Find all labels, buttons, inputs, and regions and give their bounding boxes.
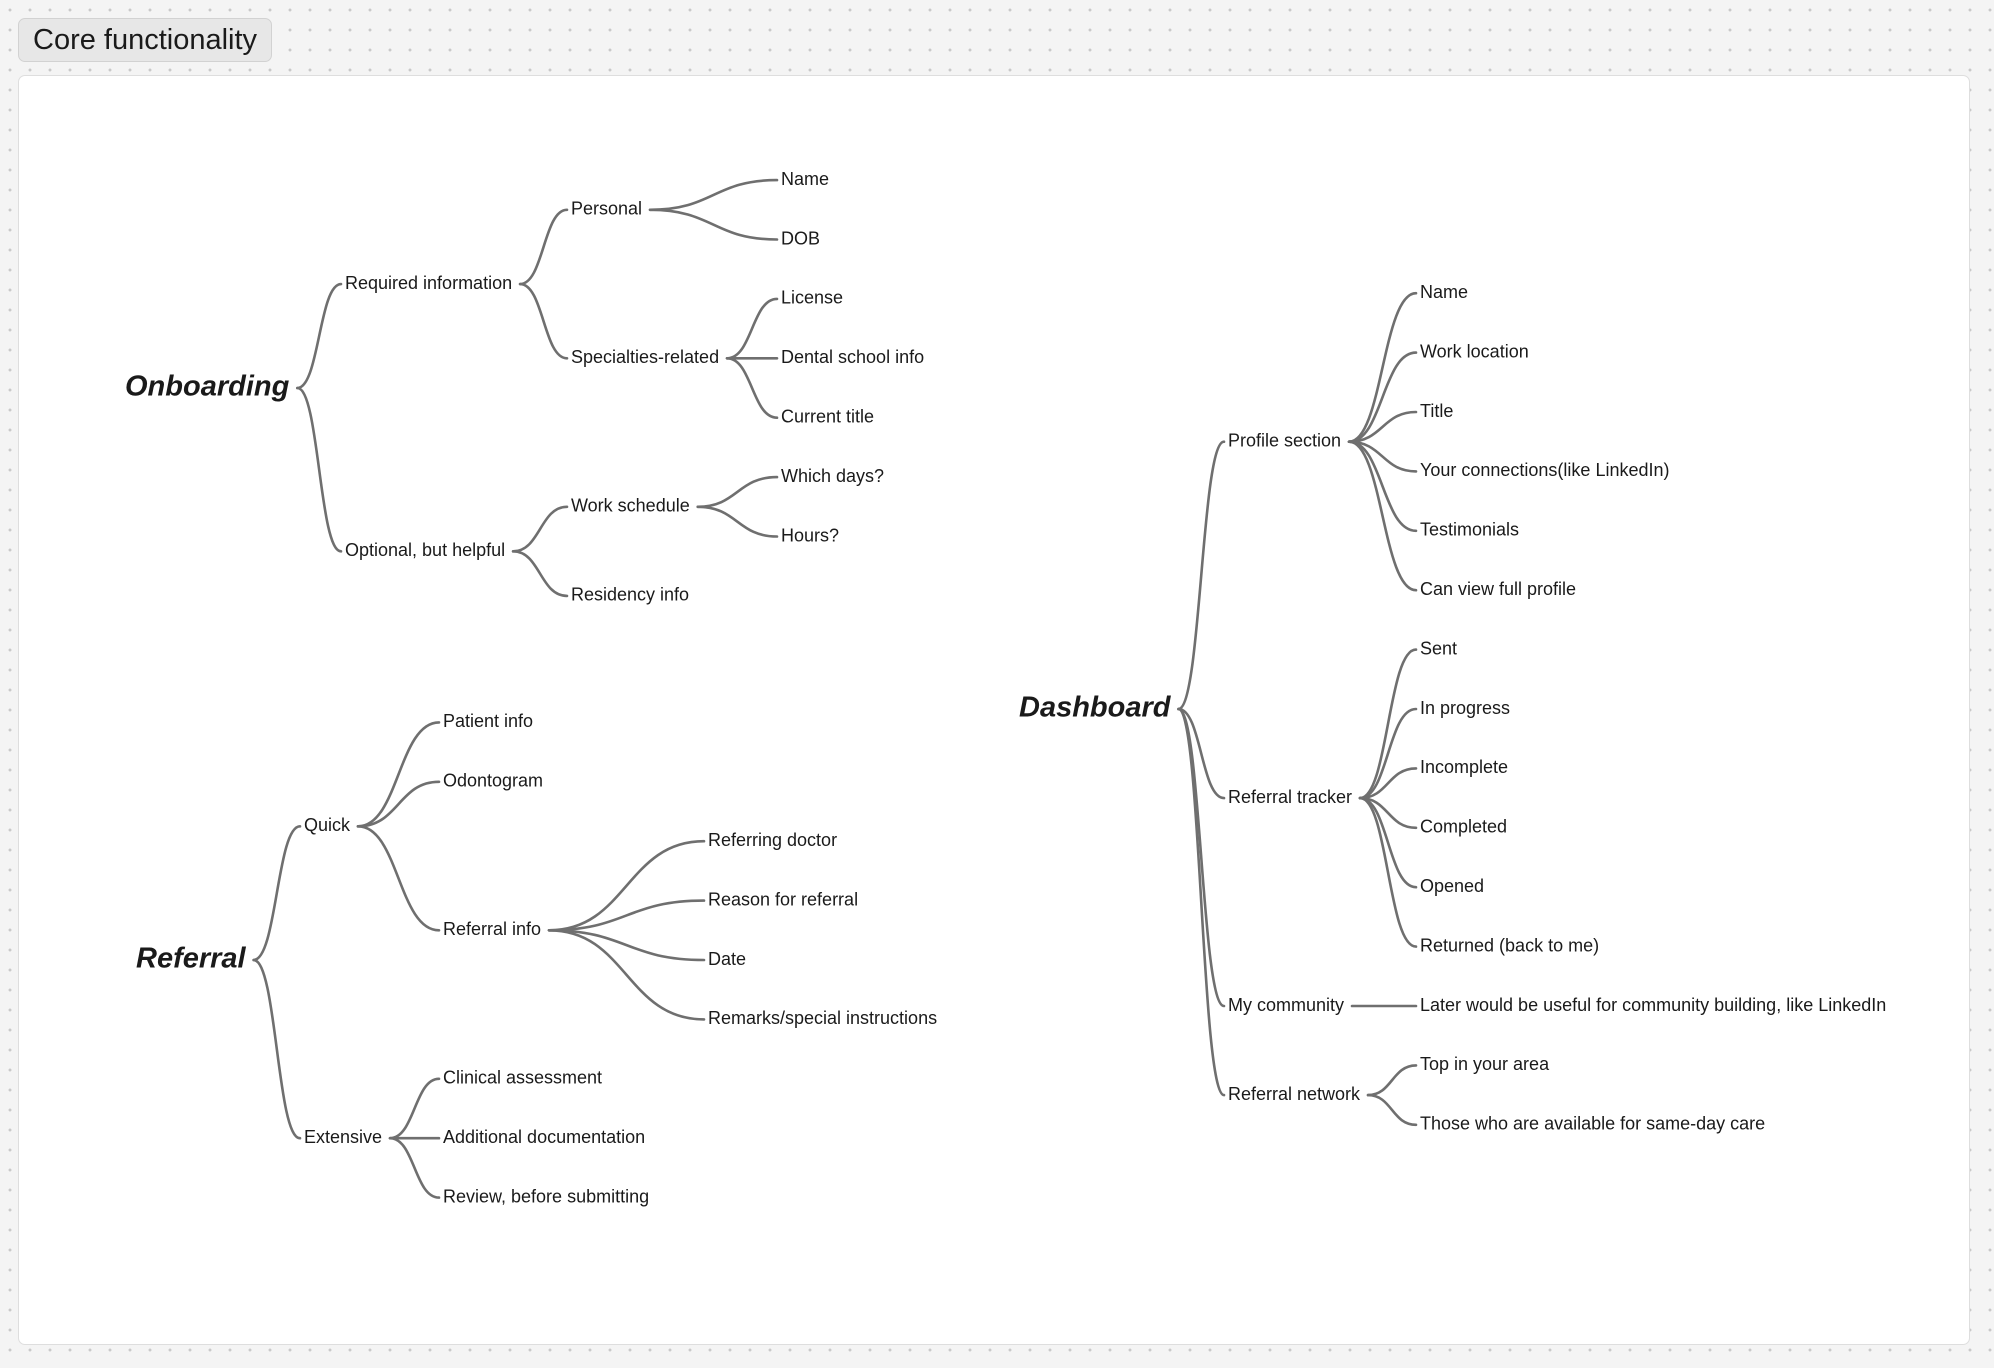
connector-referral-info-to-reason-for-referral	[547, 899, 706, 932]
mindmap-node-sent[interactable]: Sent	[1420, 638, 1457, 658]
mindmap-frame	[18, 75, 1970, 1345]
connector-profile-section-to-testimonials	[1347, 440, 1418, 533]
connector-required-information-to-personal	[518, 208, 569, 286]
mindmap-node-can-view-full-profile[interactable]: Can view full profile	[1420, 579, 1576, 599]
connector-dashboard-to-profile-section	[1177, 440, 1226, 711]
connector-referral-info-to-referring-doctor	[547, 839, 706, 932]
mindmap-node-hours[interactable]: Hours?	[781, 525, 839, 545]
connector-referral-info-to-date	[547, 929, 706, 962]
connector-personal-to-name	[648, 178, 779, 212]
mindmap-node-later-would-be-useful-for-community-building-like-linkedin[interactable]: Later would be useful for community buil…	[1420, 995, 1886, 1015]
connector-dashboard-to-referral-tracker	[1177, 707, 1226, 800]
connector-specialties-related-to-license	[725, 297, 779, 360]
connector-referral-tracker-to-opened	[1358, 796, 1418, 889]
connector-optional-but-helpful-to-work-schedule	[511, 505, 569, 553]
mindmap-node-your-connections-like-linkedin[interactable]: Your connections(like LinkedIn)	[1420, 460, 1670, 480]
mindmap-node-dental-school-info[interactable]: Dental school info	[781, 347, 924, 367]
mindmap-node-work-schedule[interactable]: Work schedule	[571, 496, 690, 516]
mindmap-node-required-information[interactable]: Required information	[345, 273, 512, 293]
mindmap-node-date[interactable]: Date	[708, 949, 746, 969]
mindmap-node-profile-section[interactable]: Profile section	[1228, 430, 1341, 450]
mindmap-root-referral[interactable]: Referral	[136, 943, 247, 975]
connector-referral-info-to-remarks-special-instructions	[547, 929, 706, 1021]
mindmap-node-review-before-submitting[interactable]: Review, before submitting	[443, 1186, 649, 1206]
mindmap-node-referral-tracker[interactable]: Referral tracker	[1228, 787, 1352, 807]
connector-profile-section-to-name	[1347, 291, 1418, 443]
mindmap-node-top-in-your-area[interactable]: Top in your area	[1420, 1054, 1550, 1074]
connector-quick-to-referral-info	[356, 825, 441, 932]
connector-profile-section-to-title	[1347, 410, 1418, 443]
connector-profile-section-to-can-view-full-profile	[1347, 440, 1418, 592]
connector-referral-network-to-top-in-your-area	[1366, 1064, 1418, 1097]
mindmap-node-clinical-assessment[interactable]: Clinical assessment	[443, 1068, 602, 1088]
mindmap-node-completed[interactable]: Completed	[1420, 817, 1507, 837]
mindmap-node-testimonials[interactable]: Testimonials	[1420, 520, 1519, 540]
mindmap-node-my-community[interactable]: My community	[1228, 995, 1344, 1015]
mindmap-node-additional-documentation[interactable]: Additional documentation	[443, 1127, 645, 1147]
mindmap-root-onboarding[interactable]: Onboarding	[125, 371, 290, 403]
mindmap-node-returned-back-to-me[interactable]: Returned (back to me)	[1420, 935, 1599, 955]
connector-onboarding-to-required-information	[296, 282, 343, 390]
mindmap-node-license[interactable]: License	[781, 288, 843, 308]
mindmap-node-optional-but-helpful[interactable]: Optional, but helpful	[345, 540, 505, 560]
connector-dashboard-to-referral-network	[1177, 707, 1226, 1097]
mindmap-node-current-title[interactable]: Current title	[781, 406, 874, 426]
mindmap-node-name[interactable]: Name	[781, 169, 829, 189]
mindmap-node-residency-info[interactable]: Residency info	[571, 585, 689, 605]
connector-work-schedule-to-which-days	[696, 475, 779, 509]
mindmap-node-referral-info[interactable]: Referral info	[443, 919, 541, 939]
mindmap-node-name[interactable]: Name	[1420, 282, 1468, 302]
mindmap-node-extensive[interactable]: Extensive	[304, 1127, 382, 1147]
mindmap-node-reason-for-referral[interactable]: Reason for referral	[708, 889, 858, 909]
connector-referral-tracker-to-returned-back-to-me	[1358, 796, 1418, 948]
mindmap-root-dashboard[interactable]: Dashboard	[1019, 692, 1172, 724]
mindmap-node-in-progress[interactable]: In progress	[1420, 698, 1510, 718]
mindmap-node-dob[interactable]: DOB	[781, 228, 820, 248]
mindmap-node-personal[interactable]: Personal	[571, 199, 642, 219]
connector-referral-tracker-to-completed	[1358, 796, 1418, 830]
mindmap-node-remarks-special-instructions[interactable]: Remarks/special instructions	[708, 1008, 937, 1028]
mindmap-node-quick[interactable]: Quick	[304, 815, 351, 835]
connector-referral-tracker-to-incomplete	[1358, 767, 1418, 800]
mindmap-node-incomplete[interactable]: Incomplete	[1420, 757, 1508, 777]
mindmap-node-which-days[interactable]: Which days?	[781, 466, 884, 486]
connector-referral-network-to-those-who-are-available-for-same-day-care	[1366, 1093, 1418, 1127]
mindmap-node-referring-doctor[interactable]: Referring doctor	[708, 830, 837, 850]
connector-specialties-related-to-current-title	[725, 357, 779, 419]
connector-referral-to-quick	[252, 825, 302, 962]
mindmap-node-specialties-related[interactable]: Specialties-related	[571, 347, 719, 367]
connector-required-information-to-specialties-related	[518, 282, 569, 360]
connector-quick-to-odontogram	[356, 780, 441, 828]
mindmap-node-odontogram[interactable]: Odontogram	[443, 771, 543, 791]
connector-referral-to-extensive	[252, 958, 302, 1140]
connector-optional-but-helpful-to-residency-info	[511, 550, 569, 598]
connector-work-schedule-to-hours	[696, 505, 779, 538]
connector-dashboard-to-my-community	[1177, 707, 1226, 1008]
mindmap-node-opened[interactable]: Opened	[1420, 876, 1484, 896]
connector-extensive-to-clinical-assessment	[388, 1077, 441, 1140]
connector-referral-tracker-to-sent	[1358, 648, 1418, 800]
connector-personal-to-dob	[648, 208, 779, 241]
connector-onboarding-to-optional-but-helpful	[296, 386, 343, 553]
frame-title[interactable]: Core functionality	[18, 18, 273, 62]
mindmap-node-those-who-are-available-for-same-day-care[interactable]: Those who are available for same-day car…	[1420, 1114, 1765, 1134]
mindmap-node-patient-info[interactable]: Patient info	[443, 711, 533, 731]
connector-extensive-to-review-before-submitting	[388, 1136, 441, 1199]
mindmap-node-title[interactable]: Title	[1420, 401, 1453, 421]
mindmap-node-work-location[interactable]: Work location	[1420, 341, 1529, 361]
connector-profile-section-to-your-connections-like-linkedin	[1347, 440, 1418, 473]
mindmap-node-referral-network[interactable]: Referral network	[1228, 1084, 1361, 1104]
connector-quick-to-patient-info	[356, 721, 441, 828]
